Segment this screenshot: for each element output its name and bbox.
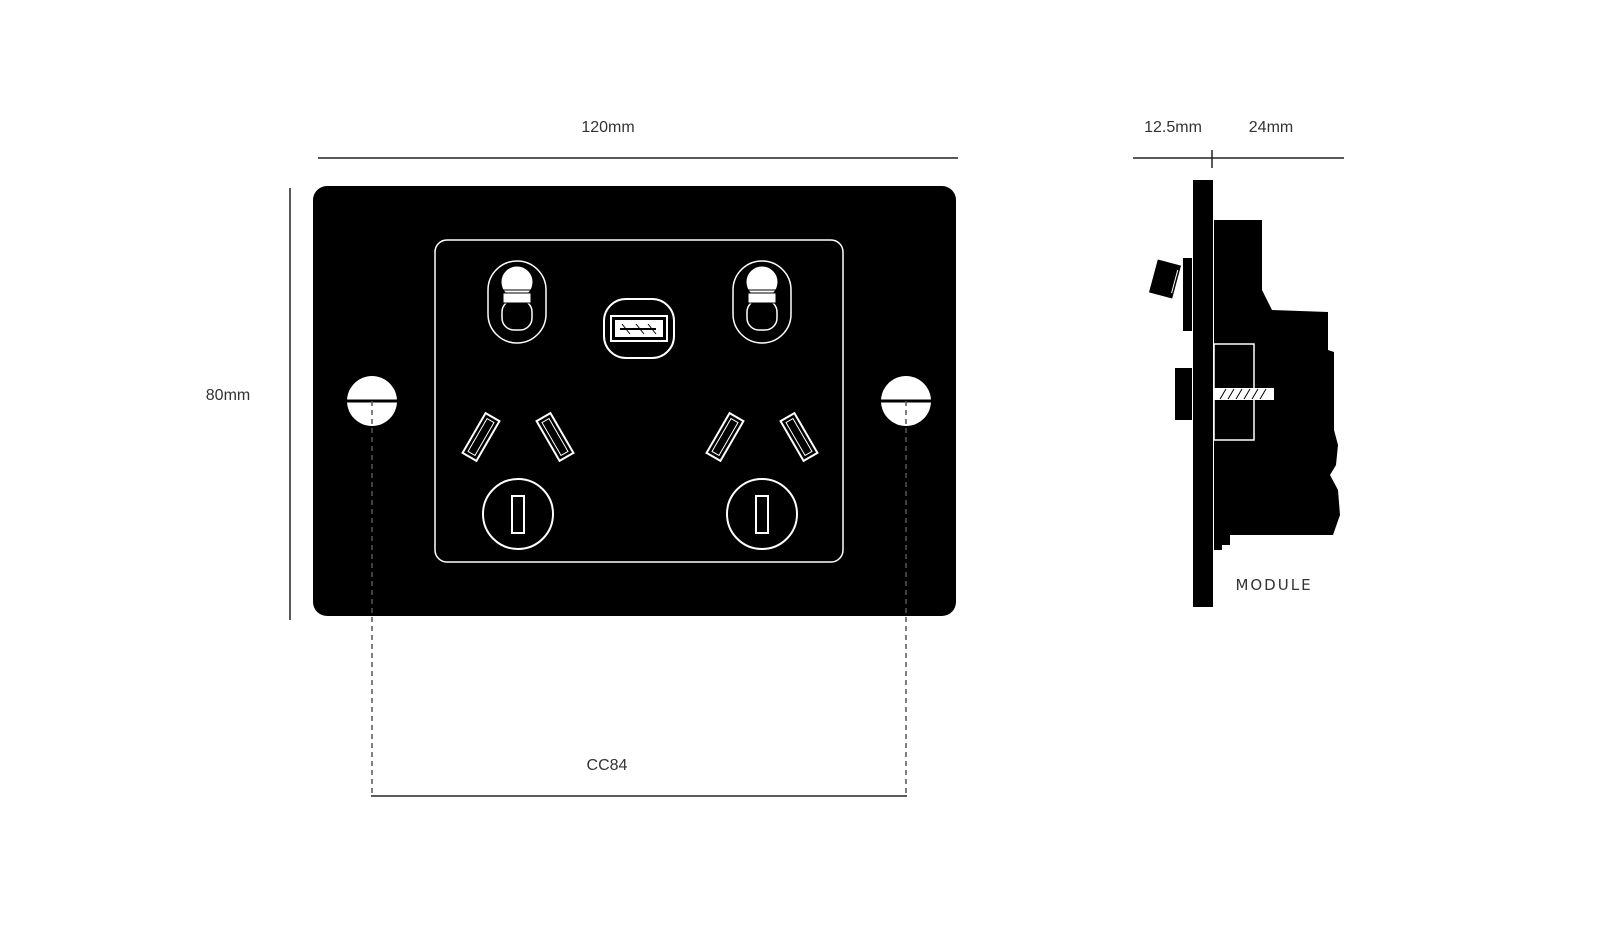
left-outlet-active-pin-icon — [461, 411, 501, 463]
left-outlet-neutral-pin-icon — [535, 411, 575, 463]
height-dimension: 80mm — [206, 188, 291, 620]
plate-body — [313, 186, 956, 616]
height-label: 80mm — [206, 387, 250, 404]
right-outlet-active-pin-icon — [705, 411, 745, 463]
right-toggle-switch-icon — [732, 260, 792, 344]
right-outlet-neutral-pin-icon — [779, 411, 819, 463]
depth-back-label: 24mm — [1249, 119, 1293, 136]
width-label: 120mm — [581, 119, 634, 136]
left-outlet-earth-pin-icon — [482, 478, 554, 550]
side-profile: MODULE — [1149, 180, 1340, 607]
width-dimension: 120mm — [318, 119, 958, 159]
right-outlet-earth-pin-icon — [726, 478, 798, 550]
side-depth-dimension: 12.5mm 24mm — [1133, 119, 1344, 168]
module-label: MODULE — [1235, 576, 1312, 594]
left-toggle-switch-icon — [487, 260, 547, 344]
centers-dimension: CC84 — [371, 401, 907, 797]
side-toggle-icon — [1149, 259, 1181, 299]
side-screw-icon — [1214, 388, 1274, 400]
centers-label: CC84 — [587, 757, 628, 774]
socket-insert-outline — [434, 239, 844, 563]
usb-port-icon — [603, 298, 675, 359]
module-body — [1214, 220, 1340, 550]
side-usb-stub — [1175, 368, 1192, 420]
depth-front-label: 12.5mm — [1144, 119, 1202, 136]
side-switch-base — [1183, 258, 1192, 331]
side-plate — [1193, 180, 1213, 607]
front-plate — [313, 186, 956, 616]
